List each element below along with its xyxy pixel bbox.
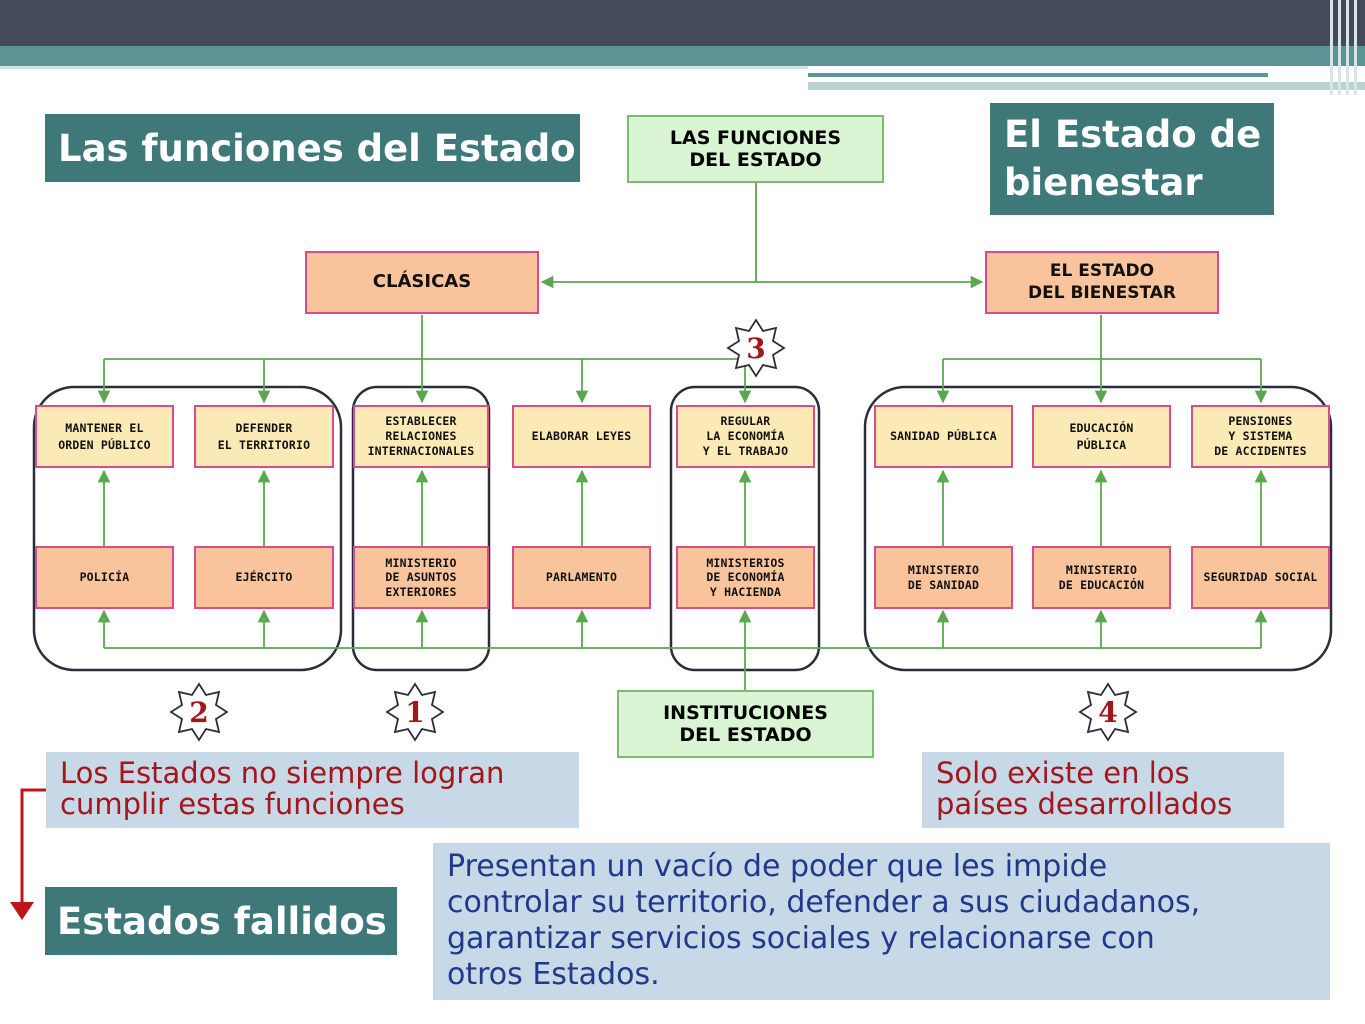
classic-box: CLÁSICAS xyxy=(305,251,539,314)
note-left: Los Estados no siempre logran cumplir es… xyxy=(46,752,579,828)
institution-box: PARLAMENTO xyxy=(512,546,651,609)
header-stripe xyxy=(1354,0,1357,95)
function-box: EDUCACIÓN PÚBLICA xyxy=(1032,405,1171,468)
institution-box: MINISTERIO DE SANIDAD xyxy=(874,546,1013,609)
number-badge: 3 xyxy=(726,318,786,378)
function-box: SANIDAD PÚBLICA xyxy=(874,405,1013,468)
note-bottom: Presentan un vacío de poder que les impi… xyxy=(433,843,1330,1000)
header-bar xyxy=(0,0,1365,46)
badge-label: 4 xyxy=(1098,696,1117,729)
institution-box: SEGURIDAD SOCIAL xyxy=(1191,546,1330,609)
institution-box: POLICÍA xyxy=(35,546,174,609)
header-line xyxy=(808,73,1268,77)
welfare-title: El Estado de bienestar xyxy=(990,103,1274,215)
failed-states-title: Estados fallidos xyxy=(45,887,397,955)
note-right: Solo existe en los países desarrollados xyxy=(922,752,1284,828)
badge-label: 1 xyxy=(405,696,424,729)
function-box: REGULAR LA ECONOMÍA Y EL TRABAJO xyxy=(676,405,815,468)
welfare-box: EL ESTADO DEL BIENESTAR xyxy=(985,251,1219,314)
failed-states-arrow xyxy=(20,788,46,908)
group-frame-1 xyxy=(351,385,491,672)
header-stripe xyxy=(1338,0,1341,95)
institution-box: MINISTERIO DE ASUNTOS EXTERIORES xyxy=(353,546,489,609)
group-frame-2 xyxy=(32,385,343,672)
header-line xyxy=(808,82,1365,90)
institution-box: EJÉRCITO xyxy=(194,546,334,609)
header-stripe xyxy=(1330,0,1333,95)
slide-title: Las funciones del Estado xyxy=(45,114,580,182)
group-frame-4 xyxy=(863,385,1333,672)
number-badge: 4 xyxy=(1078,682,1138,742)
institution-box: MINISTERIO DE EDUCACIÓN xyxy=(1032,546,1171,609)
institutions-box: INSTITUCIONES DEL ESTADO xyxy=(617,690,874,758)
function-box: ESTABLECER RELACIONES INTERNACIONALES xyxy=(353,405,489,468)
function-box: DEFENDER EL TERRITORIO xyxy=(194,405,334,468)
institution-box: MINISTERIOS DE ECONOMÍA Y HACIENDA xyxy=(676,546,815,609)
badge-label: 3 xyxy=(746,332,765,365)
badge-label: 2 xyxy=(189,696,208,729)
root-box: LAS FUNCIONES DEL ESTADO xyxy=(627,115,884,183)
function-box: PENSIONES Y SISTEMA DE ACCIDENTES xyxy=(1191,405,1330,468)
function-box: ELABORAR LEYES xyxy=(512,405,651,468)
number-badge: 1 xyxy=(385,682,445,742)
header-line xyxy=(0,66,808,69)
number-badge: 2 xyxy=(169,682,229,742)
header-band xyxy=(0,46,1365,66)
function-box: MANTENER EL ORDEN PÚBLICO xyxy=(35,405,174,468)
header-stripe xyxy=(1346,0,1349,95)
